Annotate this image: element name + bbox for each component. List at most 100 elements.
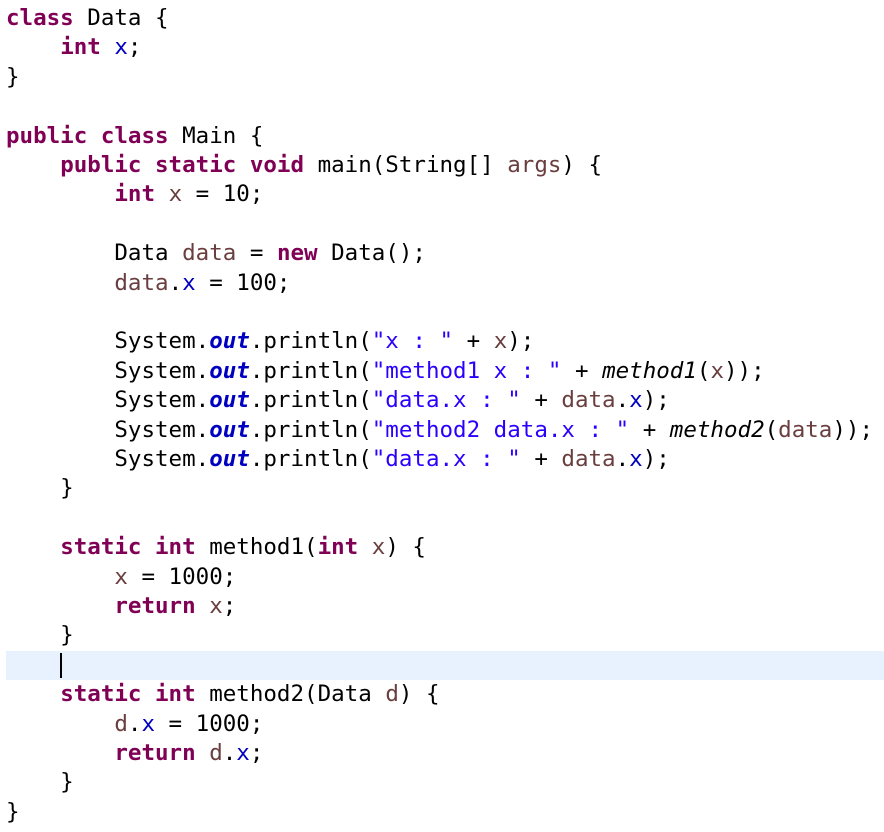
code-token <box>6 181 114 207</box>
code-token: . <box>615 387 630 414</box>
code-token: System. <box>6 357 210 384</box>
code-line: } <box>6 474 884 503</box>
code-token: System. <box>6 328 210 355</box>
code-token: } <box>6 622 74 649</box>
code-line: return d.x; <box>6 739 884 768</box>
code-token: data <box>778 416 833 443</box>
code-token: int <box>60 34 101 61</box>
code-token: + <box>453 328 494 355</box>
code-token: data <box>561 387 616 414</box>
code-token: System. <box>6 416 210 443</box>
code-token: Data <box>6 240 183 267</box>
code-line: public static void main(String[] args) { <box>6 151 884 180</box>
code-token <box>141 534 155 560</box>
code-token: x <box>629 387 643 414</box>
code-line: System.out.println("data.x : " + data.x)… <box>6 445 884 474</box>
code-token <box>6 270 114 296</box>
code-token: class <box>6 5 74 31</box>
code-token: ); <box>642 446 670 472</box>
code-token <box>6 740 114 766</box>
code-token: = 10; <box>182 181 264 208</box>
code-token <box>196 593 210 619</box>
code-token <box>236 152 250 178</box>
code-token: x <box>141 710 156 737</box>
code-token: x <box>629 446 643 472</box>
code-token <box>6 564 114 590</box>
code-token: } <box>6 798 20 825</box>
code-token: = 100; <box>195 269 291 296</box>
code-line: class Data { <box>6 4 884 33</box>
code-token: static <box>155 152 237 178</box>
code-token: .println( <box>249 357 372 384</box>
code-token: x <box>182 269 196 296</box>
code-line: int x = 10; <box>6 180 884 209</box>
code-token: public <box>6 122 88 149</box>
code-token <box>6 34 60 60</box>
code-line <box>6 210 884 239</box>
code-token <box>6 534 60 560</box>
code-token: x <box>114 34 128 61</box>
code-token: Main { <box>168 122 264 149</box>
code-token: int <box>114 181 156 208</box>
code-token: static <box>60 681 142 708</box>
code-token: .println( <box>249 387 372 414</box>
code-token: ) { <box>385 534 426 561</box>
code-token: ) { <box>398 681 440 708</box>
code-token: "method1 x : " <box>371 357 562 384</box>
code-token: "method2 data.x : " <box>371 416 630 443</box>
code-token: x <box>168 181 183 208</box>
code-line: data.x = 100; <box>6 269 884 298</box>
code-token: "data.x : " <box>371 387 521 414</box>
code-token: out <box>209 416 250 443</box>
code-token: } <box>6 63 20 90</box>
code-token <box>101 34 115 60</box>
current-line-highlight <box>6 650 884 681</box>
code-token: x <box>209 593 223 619</box>
code-token: return <box>114 593 196 619</box>
code-token: x <box>710 357 724 384</box>
code-token: System. <box>6 446 210 472</box>
code-token: d <box>114 710 128 737</box>
code-line: } <box>6 768 884 797</box>
code-token: args <box>507 152 562 178</box>
code-token <box>87 123 101 149</box>
code-line <box>6 92 884 121</box>
code-line: System.out.println("data.x : " + data.x)… <box>6 386 884 415</box>
code-token <box>141 681 155 707</box>
code-token: int <box>317 534 359 561</box>
code-token: out <box>209 387 250 414</box>
code-token: int <box>155 534 196 561</box>
code-line: System.out.println("method2 data.x : " +… <box>6 416 884 445</box>
code-line: d.x = 1000; <box>6 710 884 739</box>
code-token: out <box>209 446 250 472</box>
code-token: out <box>209 328 250 355</box>
code-line: return x; <box>6 592 884 621</box>
code-token: "x : " <box>371 328 454 355</box>
code-token: . <box>222 740 237 766</box>
code-line <box>6 651 884 680</box>
code-token <box>6 681 60 707</box>
code-token: .println( <box>249 446 372 472</box>
code-token: ; <box>127 34 142 61</box>
code-token: Data { <box>73 5 169 31</box>
code-token: + <box>561 357 603 384</box>
code-token: .println( <box>249 328 372 355</box>
code-token: data <box>561 446 616 472</box>
code-token: x <box>493 328 508 355</box>
code-line: x = 1000; <box>6 563 884 592</box>
code-token: = 1000; <box>127 563 237 590</box>
text-caret <box>60 652 63 679</box>
code-token <box>6 593 114 619</box>
code-token <box>358 534 372 560</box>
code-token: . <box>615 446 630 472</box>
code-token: + <box>629 416 670 443</box>
code-line: } <box>6 798 884 827</box>
code-token: int <box>155 681 196 708</box>
code-token: public <box>60 152 142 178</box>
code-token <box>141 152 155 178</box>
code-token: )); <box>723 357 765 384</box>
code-token: + <box>520 387 562 414</box>
code-line: public class Main { <box>6 122 884 151</box>
code-token: ; <box>249 740 264 766</box>
